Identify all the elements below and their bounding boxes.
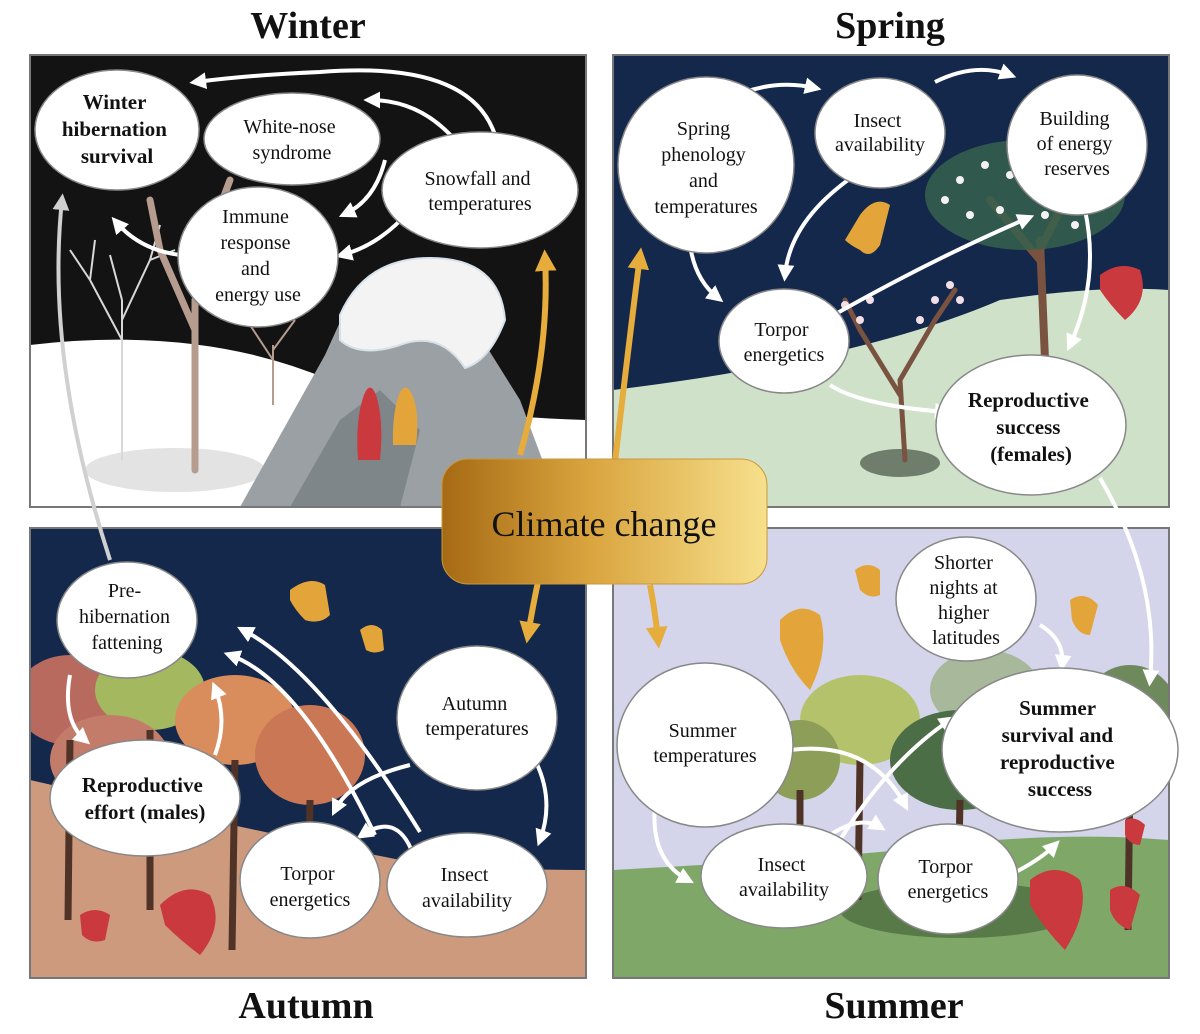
climate-arrows xyxy=(517,247,668,649)
arrow-temps-to-insects xyxy=(533,759,552,847)
season-title-spring: Spring xyxy=(835,5,945,47)
svg-text:Torpor energetics: Torpor energetics xyxy=(908,856,989,903)
svg-text:Autumn temperatures: Autumn temperatures xyxy=(425,693,528,740)
svg-text:Shorter nights at: Shorter nights at higher latitudes xyxy=(929,552,1002,649)
flying-bat-orange-2 xyxy=(855,565,880,597)
flying-bat-red-2 xyxy=(80,910,110,942)
flying-bat-red-1 xyxy=(160,889,216,955)
node-building-energy-reserves: Building of energy reserves xyxy=(1006,74,1148,216)
arrow-temps-to-torpor xyxy=(789,746,909,811)
node-spring-torpor-energetics: Torpor energetics xyxy=(718,288,850,394)
node-reproductive-effort-males: Reproductive effort (males) xyxy=(49,739,241,857)
climate-arrow-winter xyxy=(517,249,557,456)
flying-bat-red-1 xyxy=(1030,870,1083,950)
svg-text:Immune response: Immune response and energy use xyxy=(215,206,301,306)
season-title-winter: Winter xyxy=(250,5,366,47)
svg-text:Winter hibernation: Winter hibernation survival xyxy=(62,90,172,168)
spring-panel-border xyxy=(612,54,1170,508)
hibernating-bat-orange xyxy=(392,387,418,445)
arrow-temps-to-insects xyxy=(652,804,694,884)
blossom-tree-front xyxy=(842,287,958,463)
white-arrows xyxy=(65,63,1160,884)
season-title-summer: Summer xyxy=(824,985,964,1027)
svg-text:Summer temperatures: Summer temperatures xyxy=(653,720,756,767)
node-winter-hibernation-survival: Winter hibernation survival xyxy=(34,69,200,191)
node-shorter-nights: Shorter nights at higher latitudes xyxy=(895,536,1037,662)
svg-text:Building of energy: Building of energy reserves xyxy=(1037,108,1118,180)
svg-text:Pre- hibernation: Pre- hibernation fattening xyxy=(79,580,175,654)
svg-text:Insect availability: Insect availability xyxy=(422,864,512,912)
arrow-temps-to-torpor xyxy=(331,763,411,817)
node-autumn-insect-availability: Insect availability xyxy=(386,832,548,938)
svg-text:Snowfall and temperatu: Snowfall and temperatures xyxy=(424,168,535,215)
arrow-insects-to-fattening xyxy=(237,626,422,834)
climate-arrow-autumn xyxy=(519,581,541,644)
snow-shadow xyxy=(85,448,265,492)
flying-bat-orange-3 xyxy=(1070,596,1098,635)
arrow-spring-to-summer xyxy=(1098,476,1160,687)
node-summer-temperatures: Summer temperatures xyxy=(616,662,794,828)
arrow-fattening-to-repro xyxy=(65,674,91,745)
climate-change-label: Climate change xyxy=(492,504,717,544)
arrow-whitenose-to-immune xyxy=(338,159,387,218)
rock-shadow xyxy=(290,390,420,507)
node-reproductive-success-females: Reproductive success (females) xyxy=(935,354,1127,496)
svg-text:Spring phenology: Spring phenology and temperatures xyxy=(654,118,757,218)
arrow-snowfall-to-whitenose xyxy=(363,91,457,142)
climate-arrow-summer xyxy=(645,584,668,649)
svg-text:Insect availability: Insect availability xyxy=(739,854,829,901)
arrow-reserves-to-repro xyxy=(1066,209,1092,352)
flying-bat-red xyxy=(1100,266,1143,320)
winter-panel-border xyxy=(29,54,587,508)
arrow-immune-to-hibernation xyxy=(111,216,181,257)
flying-bat-orange-2 xyxy=(360,625,384,653)
flying-bat-orange-1 xyxy=(780,608,824,690)
node-white-nose-syndrome: White-nose syndrome xyxy=(203,92,381,186)
arrow-nights-to-survival xyxy=(1038,623,1072,672)
arrow-insects-to-torpor xyxy=(828,814,886,837)
arrow-insects-to-torpor xyxy=(777,173,857,282)
tree-shadow xyxy=(860,449,940,477)
blossom-dots-front xyxy=(841,281,964,324)
node-autumn-temperatures: Autumn temperatures xyxy=(396,645,558,791)
arrow-snowfall-to-hibernation xyxy=(189,68,497,136)
node-summer-survival-reproductive: Summer survival and reproductive success xyxy=(941,667,1179,833)
flying-bat-orange xyxy=(845,201,890,254)
node-snowfall-temperatures: Snowfall and temperatures xyxy=(381,131,579,249)
node-prehibernation-fattening: Pre- hibernation fattening xyxy=(56,561,198,679)
node-autumn-torpor-energetics: Torpor energetics xyxy=(239,821,381,939)
season-title-autumn: Autumn xyxy=(238,985,374,1027)
arrow-autumn-to-winter xyxy=(52,193,112,561)
node-spring-insect-availability: Insect availability xyxy=(814,77,946,189)
svg-text:Reproductive effort (m: Reproductive effort (males) xyxy=(82,773,208,824)
flying-bat-orange-1 xyxy=(290,581,330,622)
arrow-torpor-to-fattening xyxy=(223,650,377,836)
flying-bat-red-2 xyxy=(1110,886,1140,930)
svg-text:Torpor energetics: Torpor energetics xyxy=(744,319,825,366)
diagram-nodes: Winter hibernation survival White-nose s… xyxy=(34,69,1179,939)
node-immune-response: Immune response and energy use xyxy=(177,186,339,328)
mountain-snowcap xyxy=(339,256,507,370)
svg-text:Torpor energetics: Torpor energetics xyxy=(270,863,351,911)
node-summer-torpor-energetics: Torpor energetics xyxy=(877,823,1019,935)
autumn-panel-border xyxy=(29,527,587,979)
bare-tree-right xyxy=(249,319,296,405)
svg-text:White-nose syndrome: White-nose syndrome xyxy=(243,116,340,164)
arrow-torpor-to-repro xyxy=(828,383,952,420)
hibernating-bat-red xyxy=(357,387,382,460)
climate-change-box: Climate change xyxy=(441,458,768,585)
svg-text:Reproductive success: Reproductive success (females) xyxy=(968,388,1094,466)
node-spring-phenology: Spring phenology and temperatures xyxy=(617,76,795,254)
arrow-insects-to-reserves xyxy=(934,63,1017,84)
arrow-repro-to-fattening xyxy=(211,681,227,756)
node-summer-insect-availability: Insect availability xyxy=(700,823,868,929)
arrow-torpor-to-reserves xyxy=(824,214,1035,322)
arrow-insects-to-survival xyxy=(838,716,956,842)
flying-bat-red-3 xyxy=(1125,818,1145,845)
svg-text:Insect availability: Insect availability xyxy=(835,110,925,156)
svg-text:Summer survival and: Summer survival and reproductive success xyxy=(1000,696,1120,801)
climate-arrow-spring xyxy=(612,247,650,463)
